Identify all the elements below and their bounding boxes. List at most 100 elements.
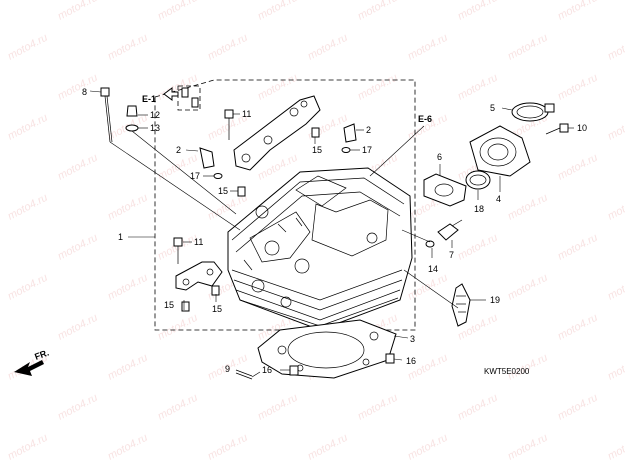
- watermark-text: moto4.ru: [6, 192, 50, 223]
- callout-15: 15: [164, 300, 174, 310]
- callout-14: 14: [428, 264, 438, 274]
- watermark-text: moto4.ru: [56, 72, 100, 103]
- callout-3: 3: [410, 334, 415, 344]
- watermark-text: moto4.ru: [256, 72, 300, 103]
- callout-5: 5: [490, 103, 495, 113]
- watermark-text: moto4.ru: [556, 312, 600, 343]
- watermark-text: moto4.ru: [56, 312, 100, 343]
- watermark-text: moto4.ru: [606, 352, 625, 383]
- watermark-text: moto4.ru: [56, 232, 100, 263]
- insulator-4: [469, 125, 531, 177]
- gasket-6: [423, 173, 467, 207]
- watermark-text: moto4.ru: [406, 432, 450, 463]
- callout-1: 1: [118, 232, 123, 242]
- watermark-text: moto4.ru: [506, 32, 550, 63]
- callout-12: 12: [150, 110, 160, 120]
- watermark-text: moto4.ru: [106, 192, 150, 223]
- clamp-5: [511, 102, 555, 122]
- watermark-text: moto4.ru: [456, 232, 500, 263]
- watermark-text: moto4.ru: [6, 32, 50, 63]
- callout-15: 15: [218, 186, 228, 196]
- watermark-text: moto4.ru: [6, 112, 50, 143]
- leader-lines: [89, 90, 574, 378]
- front-arrow-icon: [14, 360, 44, 376]
- camshaft-holder: [233, 95, 321, 171]
- watermark-text: moto4.ru: [106, 432, 150, 463]
- bolt-11-upper: [224, 109, 234, 140]
- ref-label-e1: E-1: [142, 94, 156, 104]
- watermark-text: moto4.ru: [606, 112, 625, 143]
- callout-7: 7: [449, 250, 454, 260]
- bolt-11-lower: [173, 237, 183, 264]
- watermark-text: moto4.ru: [456, 392, 500, 423]
- e1-detail: [163, 85, 201, 111]
- oil-jet-2: [199, 123, 357, 169]
- watermark-text: moto4.ru: [356, 0, 400, 23]
- washer-14: [425, 240, 435, 248]
- watermark-text: moto4.ru: [56, 392, 100, 423]
- callout-8: 8: [82, 87, 87, 97]
- callout-10: 10: [577, 123, 587, 133]
- front-label: FR.: [33, 348, 50, 362]
- watermark-text: moto4.ru: [506, 192, 550, 223]
- callout-labels: 1 2 2 3 4 5 6 7 8 9 10 11 11 12 13 14 15…: [33, 87, 587, 376]
- sensor-7: [437, 219, 463, 241]
- watermark-text: moto4.ru: [506, 272, 550, 303]
- watermark-text: moto4.ru: [56, 0, 100, 23]
- watermark-text: moto4.ru: [106, 32, 150, 63]
- watermark-text: moto4.ru: [556, 0, 600, 23]
- callout-17: 17: [362, 145, 372, 155]
- callout-15: 15: [312, 145, 322, 155]
- o-ring-18: [465, 170, 491, 190]
- callout-17: 17: [190, 171, 200, 181]
- washer-13: [125, 124, 139, 132]
- cap-nut-12: [126, 105, 138, 117]
- dowel-16: [289, 353, 395, 376]
- watermark-text: moto4.ru: [556, 152, 600, 183]
- watermark-text: moto4.ru: [606, 272, 625, 303]
- watermark-text: moto4.ru: [56, 152, 100, 183]
- watermark-text: moto4.ru: [6, 272, 50, 303]
- watermark-text: moto4.ru: [456, 0, 500, 23]
- watermark-text: moto4.ru: [156, 0, 200, 23]
- watermark-text: moto4.ru: [256, 0, 300, 23]
- watermark-text: moto4.ru: [306, 432, 350, 463]
- stud-bolt-8: [100, 87, 113, 143]
- watermark-text: moto4.ru: [406, 272, 450, 303]
- callout-18: 18: [474, 204, 484, 214]
- callout-15: 15: [212, 304, 222, 314]
- watermark-text: moto4.ru: [256, 392, 300, 423]
- dowel-15: [181, 127, 320, 312]
- callout-16: 16: [262, 365, 272, 375]
- watermark-text: moto4.ru: [206, 32, 250, 63]
- watermark-text: moto4.ru: [6, 432, 50, 463]
- watermark-text: moto4.ru: [406, 32, 450, 63]
- watermark-text: moto4.ru: [606, 32, 625, 63]
- callout-2: 2: [366, 125, 371, 135]
- callout-13: 13: [150, 123, 160, 133]
- watermark-text: moto4.ru: [506, 432, 550, 463]
- bolt-10: [545, 123, 569, 135]
- watermark-text: moto4.ru: [356, 392, 400, 423]
- callout-11: 11: [242, 109, 251, 119]
- stud-9: [235, 369, 253, 380]
- watermark-text: moto4.ru: [606, 432, 625, 463]
- watermark-text: moto4.ru: [456, 72, 500, 103]
- callout-19: 19: [490, 295, 500, 305]
- watermark-text: moto4.ru: [606, 192, 625, 223]
- watermark-text: moto4.ru: [306, 32, 350, 63]
- watermark-text: moto4.ru: [556, 232, 600, 263]
- callout-2: 2: [176, 145, 181, 155]
- watermark-text: moto4.ru: [106, 352, 150, 383]
- watermark-text: moto4.ru: [556, 72, 600, 103]
- watermark-text: moto4.ru: [206, 432, 250, 463]
- watermark-text: moto4.ru: [156, 312, 200, 343]
- spark-plug-19: [451, 283, 471, 327]
- callout-6: 6: [437, 152, 442, 162]
- figure-code: KWT5E0200: [484, 367, 530, 376]
- watermark-text: moto4.ru: [356, 72, 400, 103]
- watermark-text: moto4.ru: [556, 392, 600, 423]
- cylinder-head: [227, 167, 413, 331]
- callout-11: 11: [194, 237, 203, 247]
